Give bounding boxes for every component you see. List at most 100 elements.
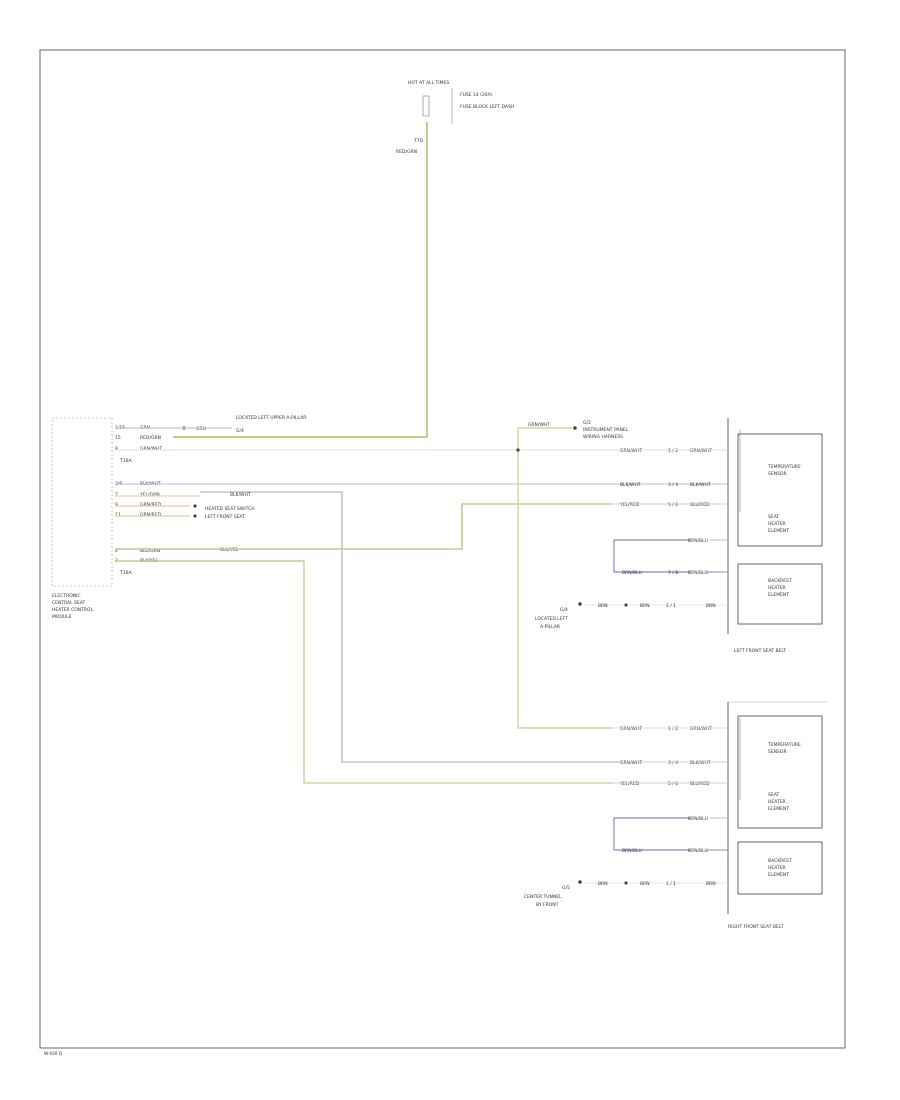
right-row2-in: GRN/WHT (620, 760, 642, 766)
left-box1-line1: TEMPERATURE (767, 464, 801, 470)
top-fuse-title: HOT AT ALL TIMES (408, 80, 449, 86)
right-row2-out: BLK/WHT (690, 760, 711, 766)
wire-feed-vertical (173, 122, 428, 438)
left-seat-title: LEFT FRONT SEAT BELT (734, 648, 786, 654)
ecu-connector-bottom: T16A (119, 570, 132, 576)
right-row2-pin: 3 / 4 (668, 760, 678, 766)
right-box3-line2: HEATER (768, 865, 786, 871)
left-seat-group: TEMPERATURE SENSOR SEAT HEATER ELEMENT B… (535, 418, 823, 654)
left-box1-line2: SENSOR (768, 471, 787, 477)
right-box3-line3: ELEMENT (768, 872, 789, 878)
left-row3-in: YEL/RED (619, 502, 640, 508)
left-row5-pin: 7 / 8 (668, 570, 678, 576)
diagram-frame (39, 49, 846, 1049)
left-row6-mid: BRN (640, 603, 650, 609)
left-row6-in: BRN (598, 603, 608, 609)
right-row1-out: GRN/WHT (690, 726, 712, 732)
left-ground-id: G/4 (560, 607, 568, 613)
ecu-wire-5: YEL/GRN (139, 492, 160, 498)
right-ground-splice (624, 881, 628, 885)
top-fuse-location: FUSE BLOCK LEFT DASH (460, 104, 514, 110)
left-box2-line1: SEAT (768, 514, 779, 520)
left-box2-line2: HEATER (768, 521, 786, 527)
right-row1-in: GRN/WHT (620, 726, 642, 732)
splice-top-conn-1: G/2 (583, 420, 591, 426)
ecu-box (51, 417, 113, 587)
left-box3-line2: HEATER (768, 585, 786, 591)
left-ground-dot (578, 602, 582, 606)
left-box2-line3: ELEMENT (768, 528, 789, 534)
right-seat-title: RIGHT FRONT SEAT BELT (728, 924, 784, 930)
ecu-ground-note: LOCATED LEFT UPPER A-PILLAR (236, 415, 306, 421)
left-row3-out: BLU/RED (690, 502, 710, 508)
left-row1-out: GRN/WHT (690, 448, 712, 454)
right-row6-pin: 1 / 1 (666, 881, 676, 887)
ecu-wire-8: BLU/GRN (140, 548, 160, 554)
right-row3-pin: 5 / 6 (668, 781, 678, 787)
right-row5-out: BRN/BLU (688, 848, 708, 854)
left-row6-out: BRN (706, 603, 716, 609)
right-box2-line1: SEAT (768, 792, 779, 798)
ecu-wire-6: GRN/RED (140, 502, 161, 508)
ecu-splice-b (193, 514, 197, 518)
right-seat-temp-sensor-box (737, 715, 823, 829)
right-row6-out: BRN (706, 881, 716, 887)
ecu-pin-3: 8 (115, 446, 118, 452)
wire-pin9-blkyel-to-right-seat (115, 560, 612, 784)
ecu-name-4: MODULE (52, 614, 72, 620)
top-fuse-connector: T7D (413, 138, 424, 144)
top-fuse-wire-label: RED/GRN (396, 149, 417, 155)
left-box3-line1: BACKREST (768, 578, 792, 584)
left-row5-out: BRN/BLU (688, 570, 708, 576)
ecu-wire-2: RED/GRN (140, 435, 161, 441)
right-row5-in: BRN/BLU (622, 848, 642, 854)
ecu-name-2: CENTRAL SEAT (52, 600, 85, 606)
ecu-pin-8: 4 (115, 548, 118, 554)
splice-top-conn-2: INSTRUMENT PANEL (583, 427, 629, 433)
ecu-module: ELECTRONIC CENTRAL SEAT HEATER CONTROL M… (51, 415, 306, 620)
ecu-pin-7: 11 (115, 512, 121, 518)
ecu-name-3: HEATER CONTROL (52, 607, 94, 613)
right-box3-line1: BACKREST (768, 858, 792, 864)
left-row2-pin: 3 / 4 (668, 482, 678, 488)
ecu-pin-5: 7 (115, 492, 118, 498)
right-ground-note-2: BY FRONT (536, 902, 559, 908)
fuse-symbol (422, 95, 430, 117)
right-seat-group: TEMPERATURE SENSOR SEAT HEATER ELEMENT B… (524, 701, 828, 930)
ecu-splice-note-1: HEATED SEAT SWITCH (205, 506, 255, 512)
left-row4-out: BRN/BLU (688, 538, 708, 544)
splice-top-conn-3: WIRING HARNESS (583, 434, 623, 440)
left-seat-backrest-box (737, 563, 823, 625)
top-fuse-rating: FUSE 14 (20A) (460, 92, 493, 98)
ecu-pin-2: 15 (115, 435, 121, 441)
left-ground-note-1: LOCATED LEFT (535, 616, 568, 622)
right-box1-line2: SENSOR (768, 749, 787, 755)
ecu-splice-note-2: LEFT FRONT SEAT (205, 514, 245, 520)
wire-blkwht-to-right-seat (200, 491, 620, 763)
right-row6-in: BRN (598, 881, 608, 887)
right-row1-pin: 1 / 2 (668, 726, 678, 732)
right-box1-line1: TEMPERATURE (767, 742, 801, 748)
wire-grnwht-trunk (517, 428, 612, 729)
right-brnblu-loop (613, 817, 690, 851)
left-row6-pin: 1 / 1 (666, 603, 676, 609)
left-row3-pin: 5 / 6 (668, 502, 678, 508)
left-row1-in: GRN/WHT (620, 448, 642, 454)
right-row3-in: YEL/RED (619, 781, 640, 787)
ecu-wire-3: GRN/WHT (140, 446, 162, 452)
right-row4-out: BRN/BLU (688, 816, 708, 822)
ecu-name-1: ELECTRONIC (52, 593, 81, 599)
ecu-ground-code: G/4 (236, 428, 244, 434)
right-row3-out: BLU/RED (690, 781, 710, 787)
ecu-pin-6: 9 (115, 502, 118, 508)
splice-top: GRN/WHT G/2 INSTRUMENT PANEL WIRING HARN… (516, 420, 629, 729)
footer-id: W-6/8 Q (44, 1051, 63, 1057)
ecu-blu-grn-right: BLU/YEL (220, 547, 239, 553)
right-seat-backrest-box (737, 841, 823, 895)
ecu-wire-7: GRN/RED (140, 512, 161, 518)
left-ground-note-2: A-PILLAR (540, 624, 560, 630)
splice-junction (516, 448, 520, 452)
ecu-connector-top: T16A (119, 458, 132, 464)
right-row6-mid: BRN (640, 881, 650, 887)
